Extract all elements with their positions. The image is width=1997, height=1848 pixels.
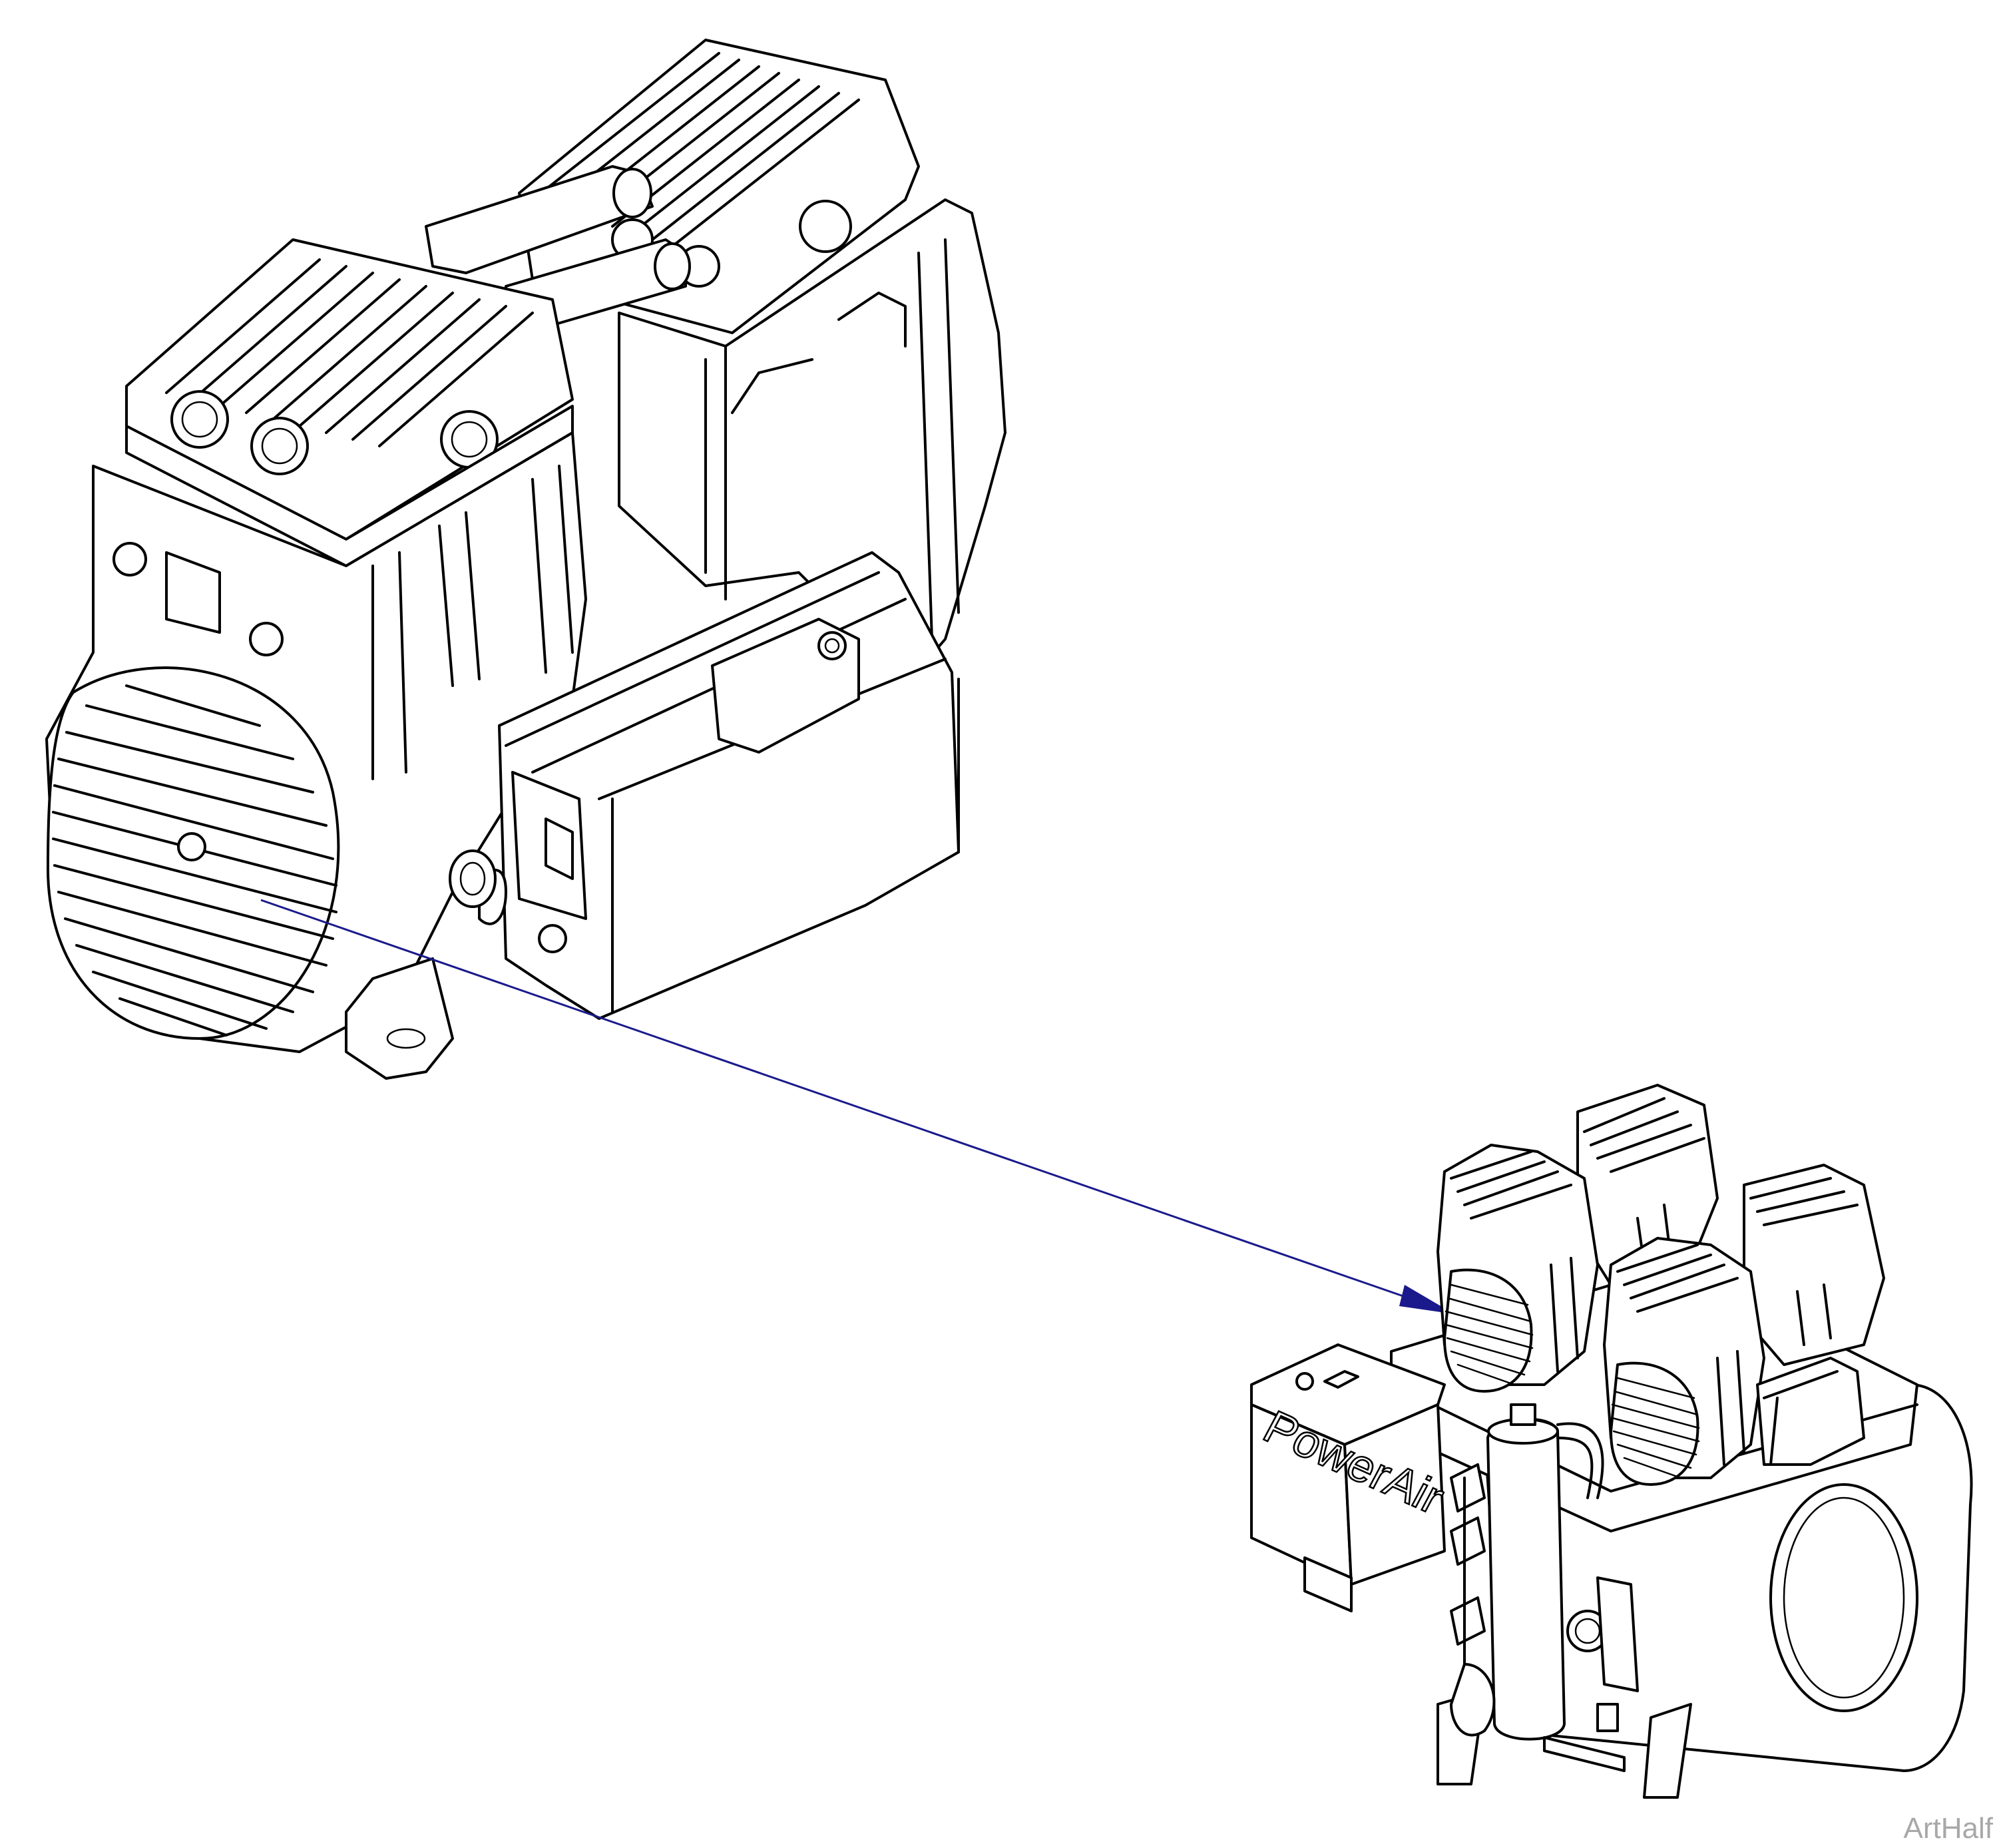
rear-left-pump xyxy=(1576,1084,1719,1286)
control-box: PowerAir xyxy=(1250,1343,1453,1612)
front-cylinder-head xyxy=(125,238,574,567)
rear-right-pump xyxy=(1743,1164,1885,1366)
motor-housing xyxy=(478,551,960,1020)
dryer-cylinder xyxy=(1486,1403,1604,1741)
mounting-foot xyxy=(345,957,454,1080)
callout-leader xyxy=(260,899,1454,1314)
front-right-pump xyxy=(1603,1237,1765,1486)
left-piping xyxy=(1450,1463,1496,1737)
fan-guard xyxy=(46,666,340,1040)
rear-cylinder-head xyxy=(518,39,1006,687)
housing-side-bolt xyxy=(449,849,497,908)
enlarged-pump-head xyxy=(45,39,1006,1080)
callout-leader-line xyxy=(260,899,1452,1314)
pressure-gauge xyxy=(1543,1576,1639,1772)
unit-motor xyxy=(1756,1357,1865,1466)
compressor-unit: PowerAir xyxy=(1250,1084,1973,1799)
art-watermark: ArtHalf xyxy=(1903,1812,1993,1845)
front-left-pump xyxy=(1437,1144,1599,1393)
